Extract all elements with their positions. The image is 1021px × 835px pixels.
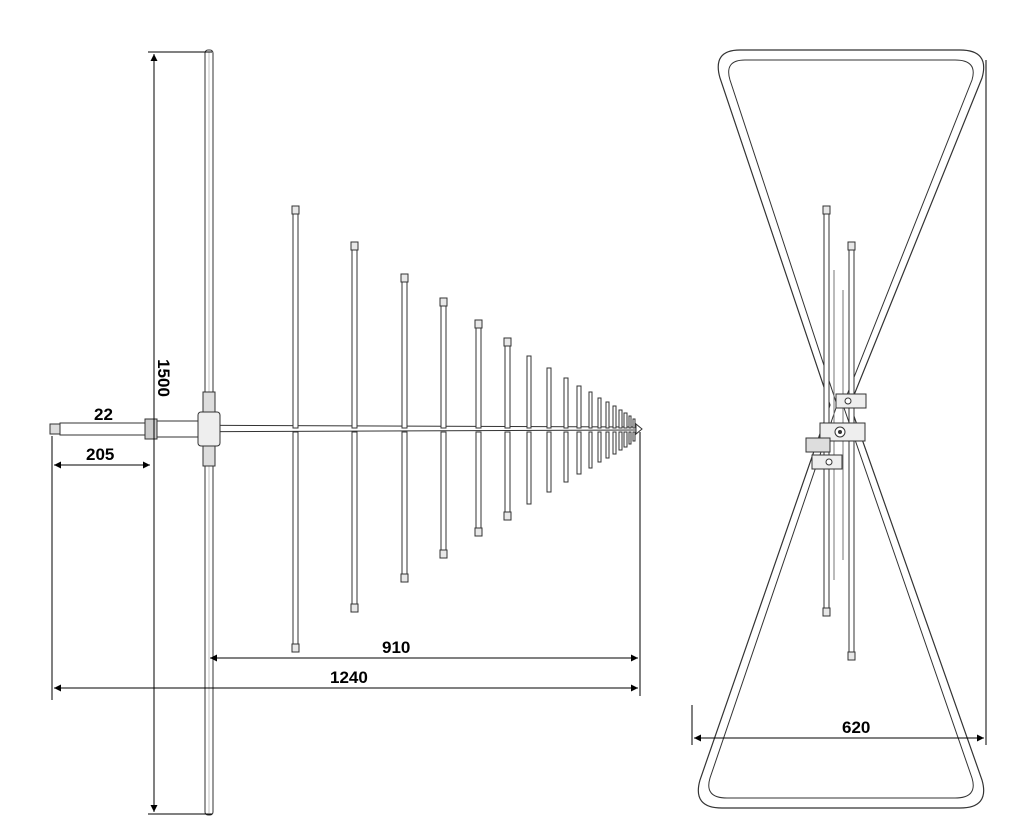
side-view: 1500 22 205 910 1240 [49, 49, 643, 816]
dimension-label-lpda-length: 910 [382, 638, 410, 657]
front-view: 620 [691, 49, 987, 809]
dimension-total-length: 1240 [54, 668, 638, 692]
dimension-connector-diameter: 22 [94, 405, 113, 424]
lpda-elements [291, 205, 643, 653]
boom [139, 424, 641, 433]
bowtie-frame-outer [697, 49, 985, 809]
front-lpda-rods [822, 205, 856, 661]
bowtie-frame-inner [708, 59, 974, 799]
dimension-connector-length: 205 [51, 436, 150, 700]
dimension-lpda-length: 910 [210, 432, 641, 696]
dimension-label-connector-diameter: 22 [94, 405, 113, 424]
dimension-label-total-length: 1240 [330, 668, 368, 687]
dimension-label-height: 1500 [154, 359, 173, 397]
dimension-label-width: 620 [842, 718, 870, 737]
dimension-label-connector-length: 205 [86, 445, 114, 464]
front-feed-block [805, 393, 867, 470]
dimension-width: 620 [691, 60, 987, 745]
feed-block [197, 391, 221, 467]
connector [49, 418, 203, 440]
